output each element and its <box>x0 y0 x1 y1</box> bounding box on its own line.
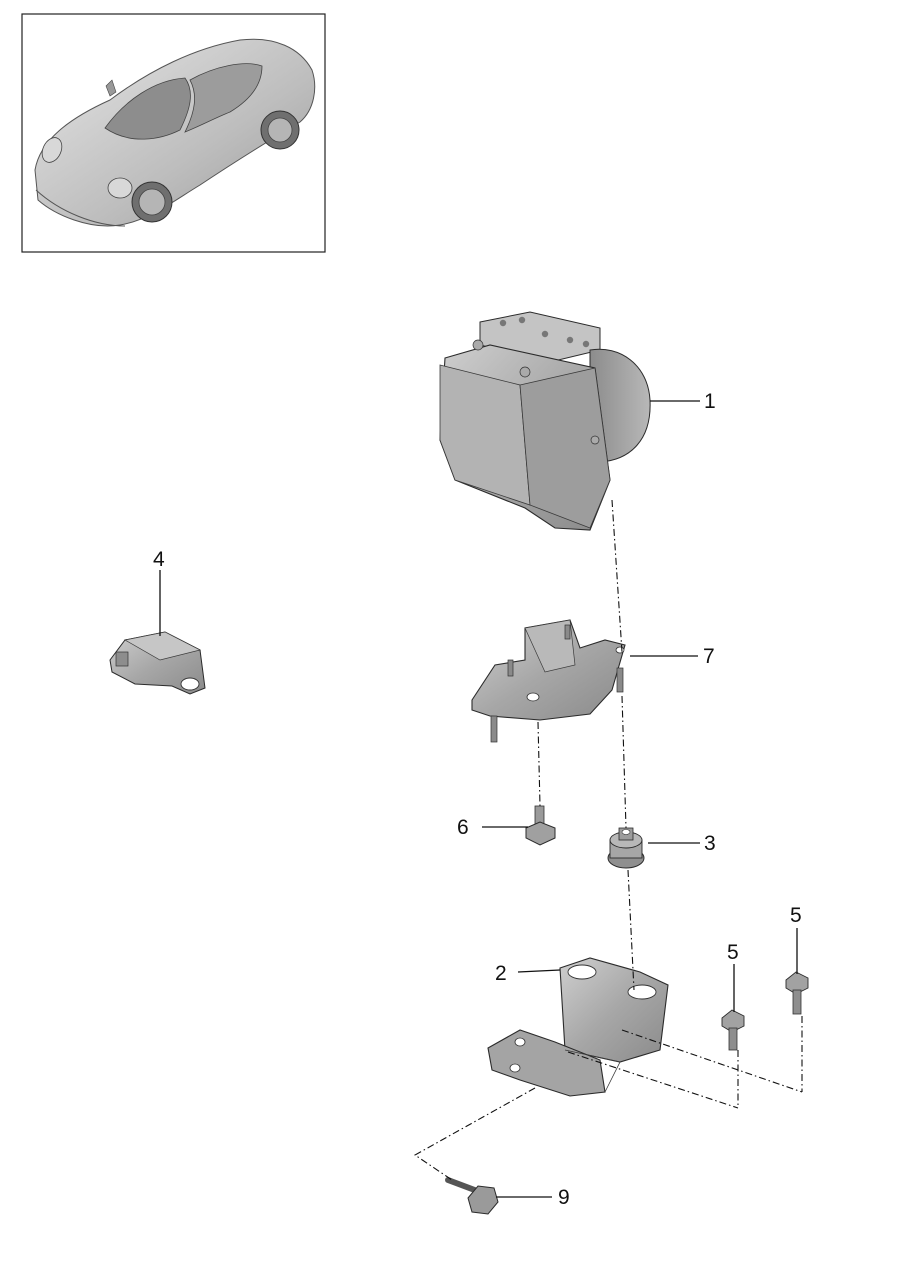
part-sensor-module <box>109 631 206 695</box>
part-bolt-a <box>721 1009 745 1051</box>
car-thumbnail-icon <box>34 38 316 227</box>
part-mounting-bracket <box>487 957 669 1097</box>
part-rubber-mount <box>607 827 645 869</box>
callout-4: 4 <box>153 548 165 571</box>
callout-2: 2 <box>495 962 507 985</box>
callout-labels: 1 2 3 4 5 5 6 7 9 <box>153 390 802 1209</box>
part-bolt-b <box>785 971 809 1015</box>
part-support-bracket <box>471 619 626 743</box>
callout-9: 9 <box>558 1186 570 1209</box>
callout-7: 7 <box>703 645 715 668</box>
part-hex-bolt <box>525 805 556 846</box>
leader-lines <box>159 400 798 1198</box>
part-abs-hydraulic-unit <box>439 311 651 531</box>
vehicle-thumbnail <box>21 13 326 253</box>
part-flange-bolt <box>445 1177 499 1215</box>
callout-6: 6 <box>457 816 469 839</box>
callout-1: 1 <box>704 390 716 413</box>
callout-3: 3 <box>704 832 716 855</box>
callout-5b: 5 <box>790 904 802 927</box>
assembly-lines <box>413 499 803 1181</box>
callout-5a: 5 <box>727 941 739 964</box>
